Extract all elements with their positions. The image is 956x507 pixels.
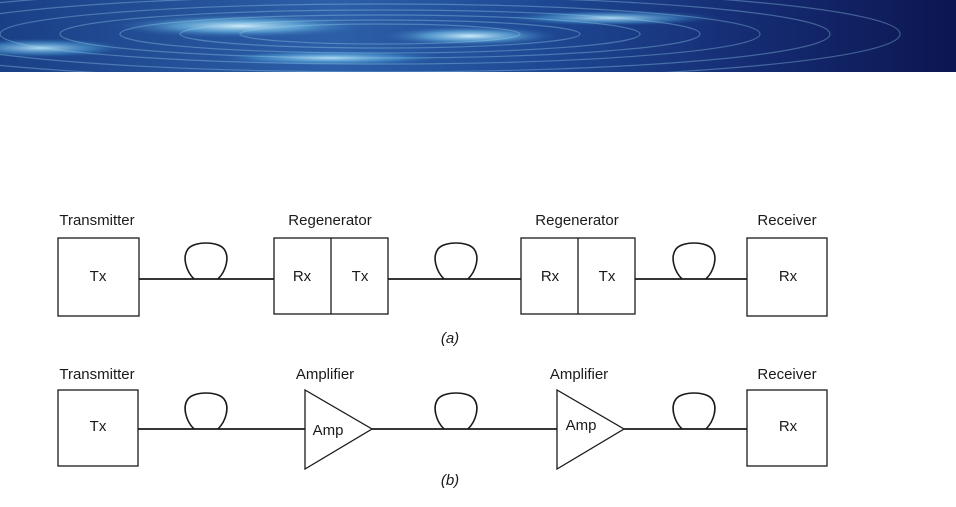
regenerator-2-rx: Rx xyxy=(541,268,560,285)
amplifier-1-label: Amplifier xyxy=(296,366,354,383)
fiber-spool-icon xyxy=(434,242,478,280)
caption-a: (a) xyxy=(441,330,459,347)
regenerator-1-label: Regenerator xyxy=(288,212,371,229)
receiver-label-b: Receiver xyxy=(757,366,816,383)
fiber-spool-icon xyxy=(184,242,228,280)
fiber-spool-icon xyxy=(434,392,478,430)
regenerator-2-tx: Tx xyxy=(599,268,616,285)
amplifier-1-block: Amp xyxy=(313,422,344,439)
panel-b: Transmitter Amplifier Amplifier Receiver… xyxy=(57,366,828,489)
transmitter-label-a: Transmitter xyxy=(59,212,134,229)
regenerator-1-rx: Rx xyxy=(293,268,312,285)
regenerator-1-tx: Tx xyxy=(352,268,369,285)
amplifier-2-triangle-icon xyxy=(556,388,626,471)
receiver-block-label-a: Rx xyxy=(779,268,798,285)
transmitter-block-a xyxy=(57,237,140,317)
transmitter-block-label-b: Tx xyxy=(90,418,107,435)
receiver-block-label-b: Rx xyxy=(779,418,798,435)
regenerator-2-label: Regenerator xyxy=(535,212,618,229)
amplifier-2-block: Amp xyxy=(566,417,597,434)
panel-a: Transmitter Regenerator Regenerator Rece… xyxy=(57,212,828,347)
fiber-spool-icon xyxy=(184,392,228,430)
banner-waves xyxy=(0,0,956,72)
receiver-label-a: Receiver xyxy=(757,212,816,229)
transmitter-block-label-a: Tx xyxy=(90,268,107,285)
fiber-spool-icon xyxy=(672,392,716,430)
amplifier-1-triangle-icon xyxy=(304,388,374,471)
fiber-spool-icon xyxy=(672,242,716,280)
transmitter-block-b xyxy=(57,389,139,467)
caption-b: (b) xyxy=(441,472,459,489)
amplifier-2-label: Amplifier xyxy=(550,366,608,383)
transmitter-label-b: Transmitter xyxy=(59,366,134,383)
receiver-block-a xyxy=(746,237,828,317)
receiver-block-b xyxy=(746,389,828,467)
